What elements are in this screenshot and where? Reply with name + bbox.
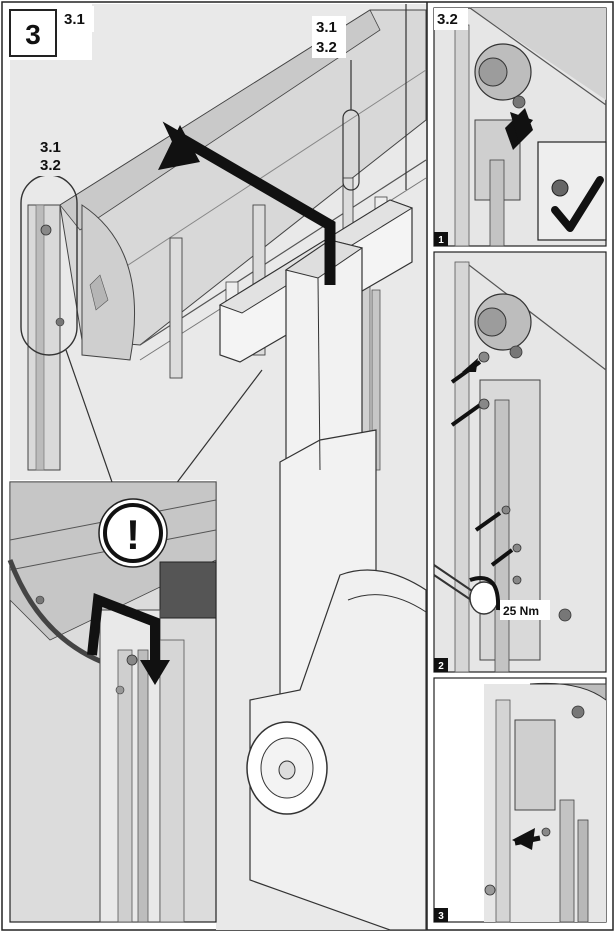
check-icon (551, 176, 604, 232)
step-number: 3 (25, 19, 41, 50)
step-number-box (9, 9, 57, 57)
main-scene (10, 4, 427, 931)
callout-top-2: 3.2 (316, 39, 337, 56)
panel-number-3: 3 (438, 911, 444, 922)
right-panel-2 (433, 251, 607, 673)
torque-label: 25 Nm (503, 604, 539, 618)
step-sub-label: 3.1 (64, 11, 85, 28)
callout-left-2: 3.2 (40, 157, 61, 174)
callout-left-1: 3.1 (40, 139, 61, 156)
detail-arrow (87, 592, 160, 660)
panel-number-2: 2 (438, 661, 444, 672)
callout-top-1: 3.1 (316, 19, 337, 36)
panel-number-1: 1 (438, 235, 444, 246)
right-panel-title: 3.2 (437, 11, 458, 28)
right-panel-1 (433, 7, 607, 247)
warning-icon: ! (126, 511, 140, 558)
right-panel-3 (433, 677, 607, 923)
